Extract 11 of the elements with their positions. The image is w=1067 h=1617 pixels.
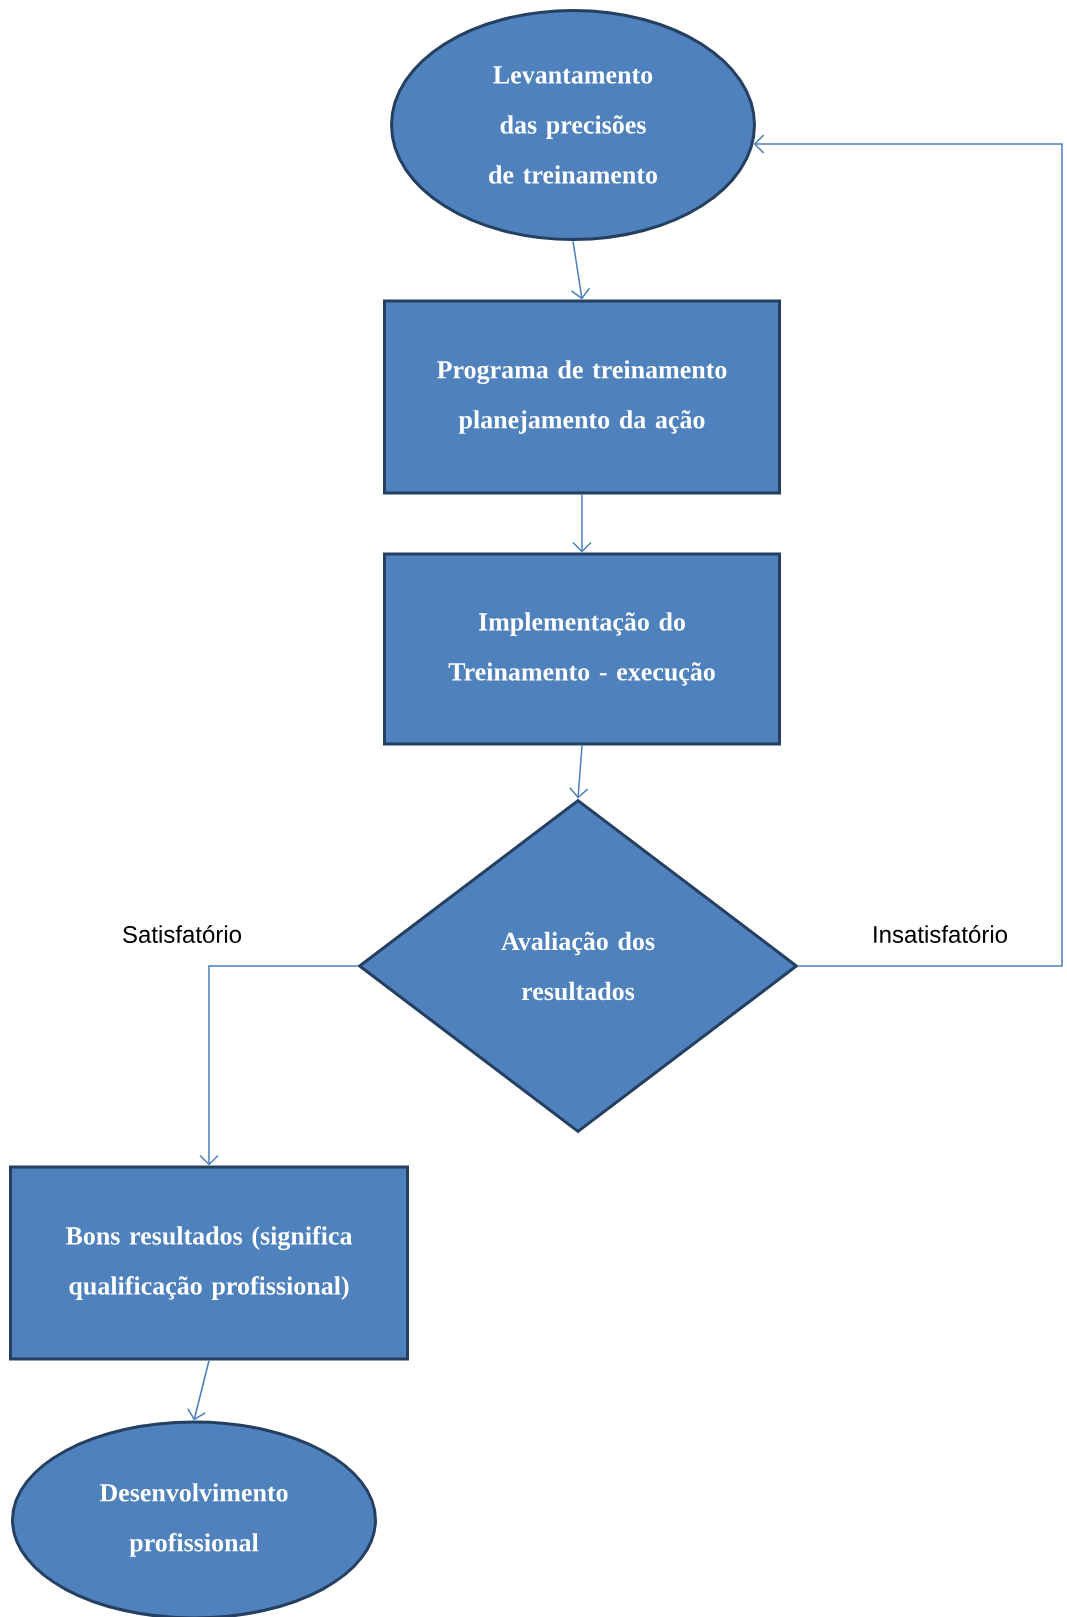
arrow xyxy=(569,744,589,799)
arrow xyxy=(572,493,592,553)
process-box: Implementação do Treinamento - execução xyxy=(383,552,781,746)
arrow xyxy=(199,965,359,1166)
arrow xyxy=(570,240,591,300)
arrow xyxy=(753,134,1063,967)
edge-label: Satisfatório xyxy=(119,923,245,945)
process-box: Programa de treinamento planejamento da ação xyxy=(383,299,781,495)
process-box: Bons resultados (significa qualificação profissional) xyxy=(9,1165,409,1361)
edge-label: Insatisfatório xyxy=(869,923,1011,945)
arrow xyxy=(186,1359,210,1421)
